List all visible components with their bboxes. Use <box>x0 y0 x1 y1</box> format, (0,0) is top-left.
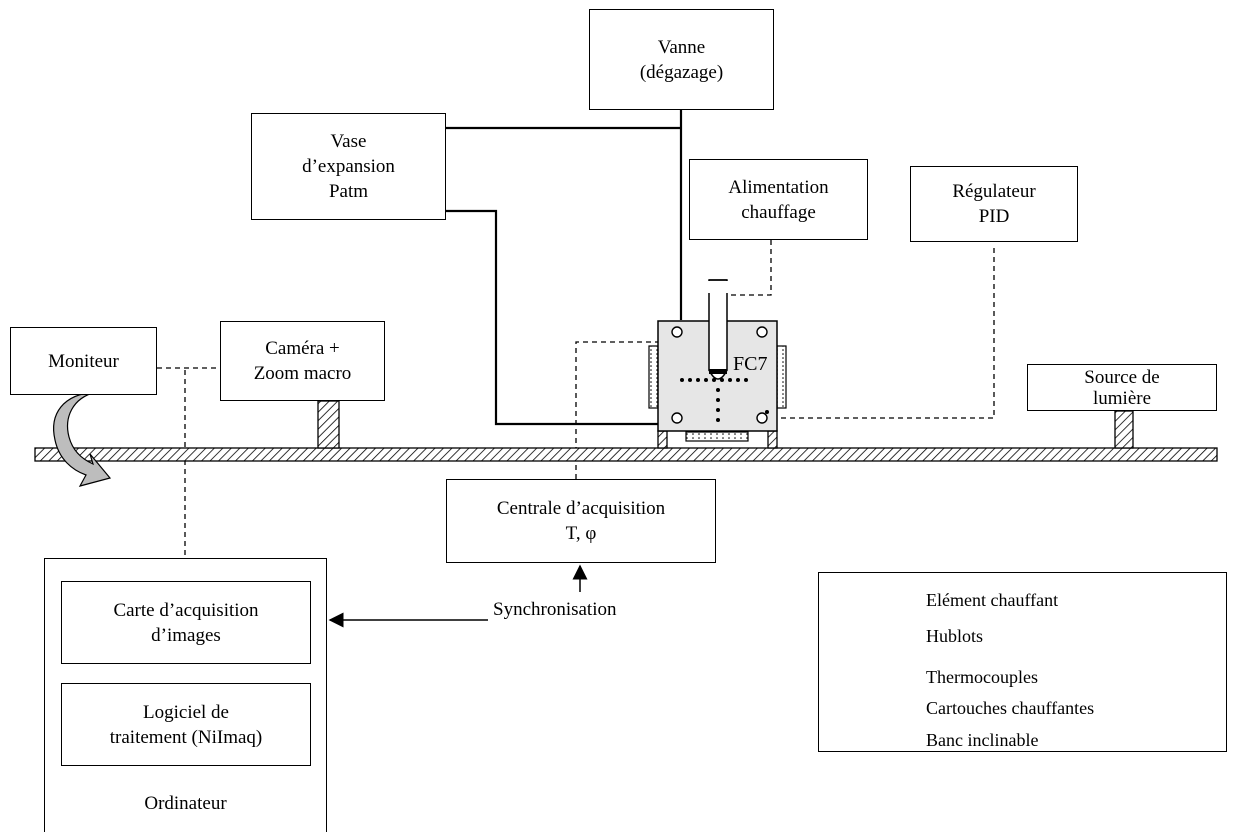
cell-foot-right <box>767 430 778 449</box>
heater-rod-cap <box>708 281 728 293</box>
legend-label-bench: Banc inclinable <box>926 730 1039 750</box>
source-line-2: lumière <box>1092 387 1152 409</box>
centrale-acquisition-box: Centrale d’acquisition T, φ <box>446 479 716 563</box>
thermocouple <box>688 378 692 382</box>
thermocouple <box>680 378 684 382</box>
thermocouple <box>716 398 720 402</box>
legend-label-thermocouple: Thermocouples <box>926 667 1038 687</box>
logiciel-line-1: Logiciel de <box>143 701 229 723</box>
ordinateur-label: Ordinateur <box>144 793 227 814</box>
vase-line-2: d’expansion <box>302 156 395 177</box>
cartridge <box>756 326 768 338</box>
cartridge <box>671 326 683 338</box>
cell-label: FC7 <box>733 353 768 375</box>
line-centrale-cell <box>575 341 718 479</box>
alimentation-line-2: chauffage <box>741 201 816 223</box>
pipe-vase-to-cell <box>446 209 658 426</box>
thermocouple <box>712 378 716 382</box>
source-support <box>1114 410 1134 449</box>
camera-box: Caméra + Zoom macro <box>220 321 385 401</box>
thermocouple <box>696 378 700 382</box>
alimentation-box: Alimentation chauffage <box>689 159 868 240</box>
legend-label-heating-element: Elément chauffant <box>926 590 1059 610</box>
window-left <box>648 345 659 409</box>
cartridge <box>756 412 768 424</box>
regulateur-pid-box: Régulateur PID <box>910 166 1078 242</box>
thermocouple <box>736 378 740 382</box>
vase-line-1: Vase <box>330 131 367 152</box>
thermocouples <box>680 378 769 422</box>
thermocouple <box>716 388 720 392</box>
alimentation-line-1: Alimentation <box>728 176 829 198</box>
vase-expansion-box: Vase d’expansion Patm <box>251 113 446 220</box>
thermocouple <box>720 378 724 382</box>
sync-label: Synchronisation <box>493 599 617 620</box>
logiciel-line-2: traitement (NiImaq) <box>109 726 263 748</box>
cell-foot-left <box>657 430 668 449</box>
thermocouple <box>716 408 720 412</box>
camera-line-1: Caméra + <box>265 338 340 359</box>
thermocouple <box>765 410 769 414</box>
thermocouple <box>744 378 748 382</box>
bench <box>34 400 1218 462</box>
line-alim-heater <box>728 240 772 296</box>
moniteur-box: Moniteur <box>10 327 157 395</box>
window-right <box>776 345 787 409</box>
vanne-box: Vanne (dégazage) <box>589 9 774 110</box>
camera-line-2: Zoom macro <box>253 363 352 384</box>
heating-element <box>709 369 727 374</box>
regulateur-line-2: PID <box>978 206 1010 227</box>
legend-label-window: Hublots <box>926 626 984 646</box>
line-pid-cell <box>770 248 995 419</box>
carte-acquisition-box: Carte d’acquisition d’images <box>61 581 311 664</box>
centrale-line-2: T, φ <box>565 523 597 544</box>
cartridge <box>671 412 683 424</box>
thermocouple <box>728 378 732 382</box>
pipes <box>446 110 683 426</box>
moniteur-label: Moniteur <box>48 350 119 372</box>
carte-line-2: d’images <box>151 624 221 646</box>
test-cell <box>648 279 787 442</box>
heater-rod <box>708 279 728 371</box>
logiciel-traitement-box: Logiciel de traitement (NiImaq) <box>61 683 311 766</box>
carte-line-1: Carte d’acquisition <box>113 599 259 621</box>
source-line-1: Source de <box>1084 366 1160 388</box>
vase-line-3: Patm <box>328 181 369 202</box>
vanne-line-2: (dégazage) <box>639 61 724 83</box>
window-bottom <box>685 431 749 442</box>
vanne-line-1: Vanne <box>657 36 706 58</box>
rotation-arrow-icon <box>53 391 112 487</box>
thermocouple <box>716 418 720 422</box>
camera-support <box>317 400 340 449</box>
thermocouple <box>704 378 708 382</box>
signal-lines <box>157 240 995 558</box>
legend-box <box>818 572 1227 752</box>
regulateur-line-1: Régulateur <box>952 181 1036 202</box>
source-lumiere-box: Source de lumière <box>1027 364 1217 411</box>
centrale-line-1: Centrale d’acquisition <box>496 498 666 519</box>
bench-bar <box>34 447 1218 462</box>
legend-label-cartridge: Cartouches chauffantes <box>926 698 1095 718</box>
